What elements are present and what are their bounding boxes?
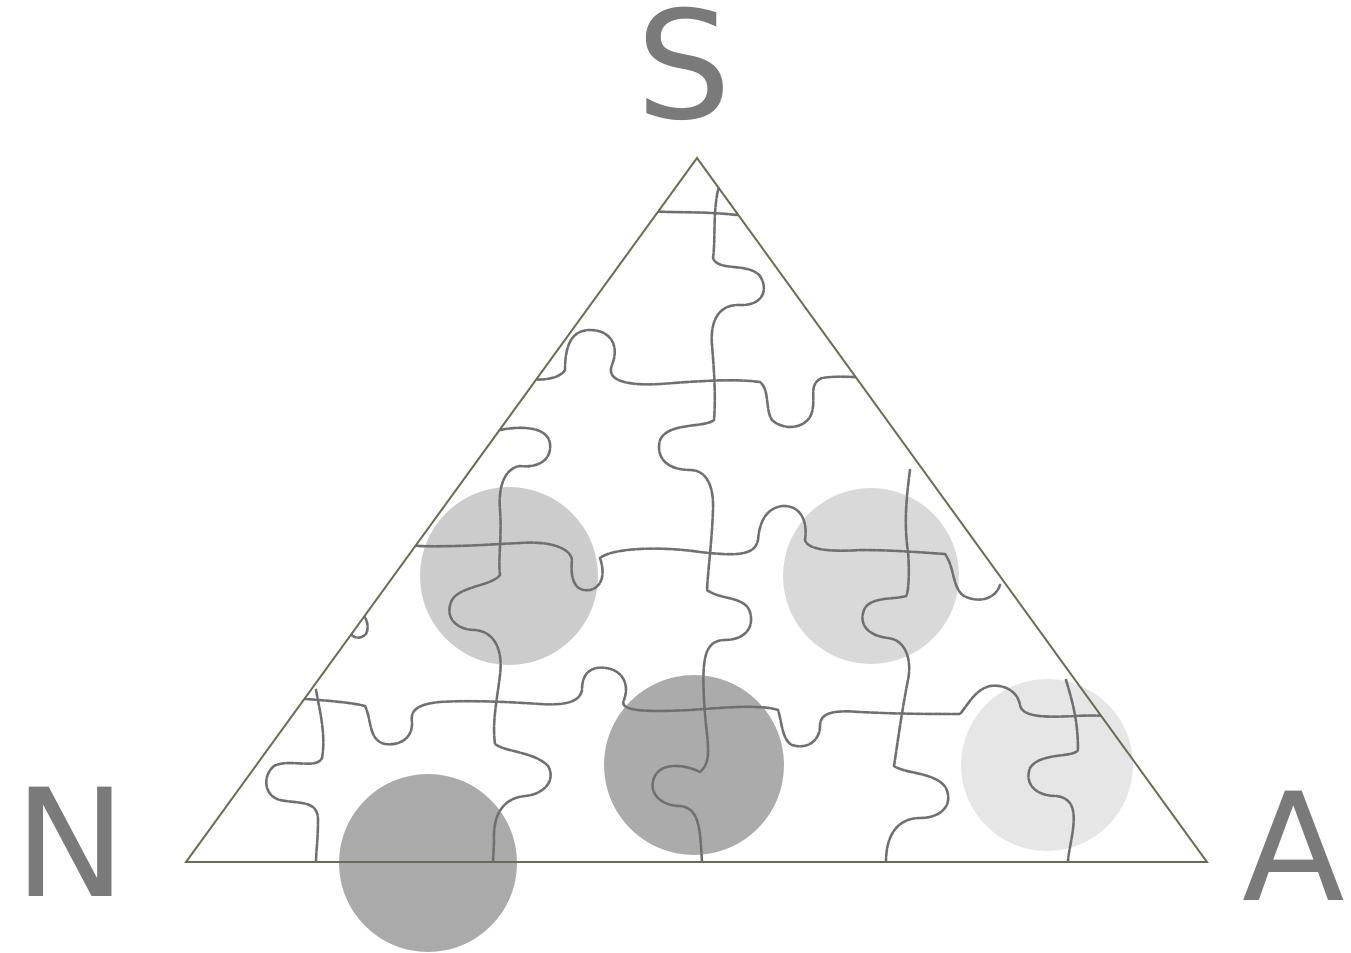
circle-bottom-center bbox=[604, 675, 784, 855]
circle-near-a bbox=[961, 679, 1133, 851]
circle-right-middle bbox=[783, 488, 959, 664]
vertex-label-s: S bbox=[636, 0, 731, 142]
vertex-label-n: N bbox=[14, 770, 126, 920]
vertex-label-a: A bbox=[1242, 774, 1345, 924]
